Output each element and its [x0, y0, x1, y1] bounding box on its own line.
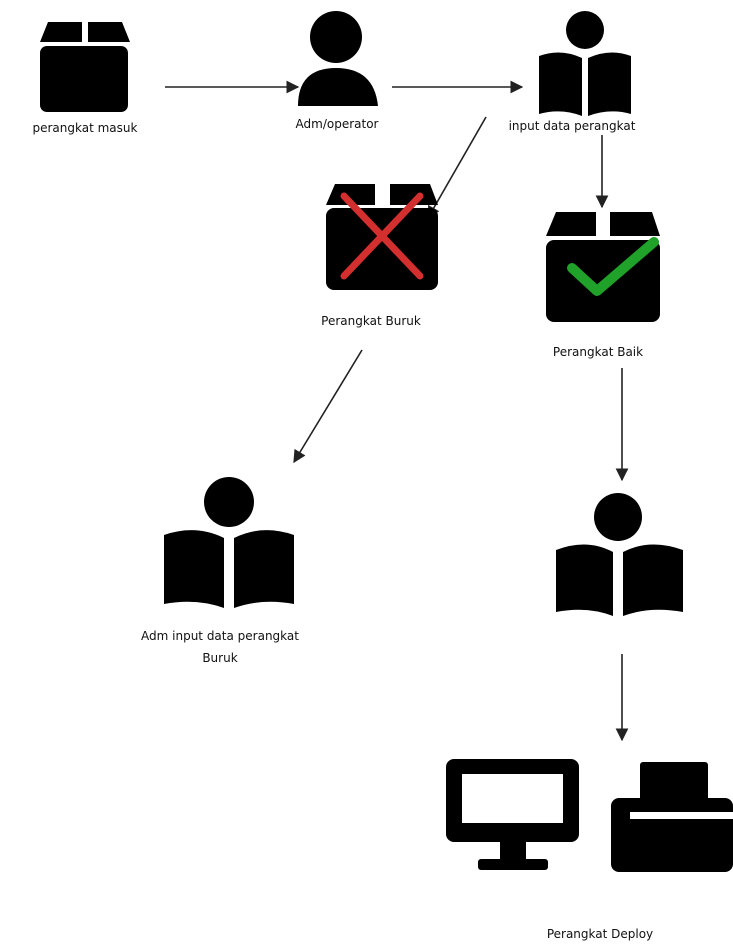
edges	[165, 80, 629, 742]
box-x-icon	[326, 184, 438, 290]
node-operator-label: Adm/operator	[296, 117, 379, 131]
node-operator: Adm/operator	[296, 11, 379, 131]
edge-input-to-bad	[427, 116, 487, 220]
node-bad-label: Perangkat Buruk	[321, 314, 421, 328]
printer-icon	[611, 762, 733, 872]
node-bad-input-label-2: Buruk	[202, 651, 237, 665]
node-incoming: perangkat masuk	[33, 22, 138, 135]
node-good-label: Perangkat Baik	[553, 345, 643, 359]
node-good-reader	[556, 493, 683, 616]
node-deploy: Perangkat Deploy	[446, 759, 733, 941]
node-good: Perangkat Baik	[546, 212, 660, 359]
node-deploy-label: Perangkat Deploy	[547, 927, 653, 941]
node-incoming-label: perangkat masuk	[33, 121, 138, 135]
monitor-icon	[446, 759, 579, 870]
node-bad: Perangkat Buruk	[321, 184, 438, 328]
node-bad-input-label-1: Adm input data perangkat	[141, 629, 299, 643]
approve-mark	[567, 237, 659, 296]
person-icon	[298, 11, 378, 106]
reader-icon	[539, 11, 631, 116]
edge-bad-to-badinput	[293, 349, 363, 464]
node-input-label: input data perangkat	[509, 119, 636, 133]
box-icon	[40, 22, 130, 112]
reader-icon	[556, 493, 683, 616]
node-input: input data perangkat	[509, 11, 636, 133]
reader-icon	[164, 477, 294, 608]
reject-mark	[340, 192, 424, 280]
node-bad-input: Adm input data perangkat Buruk	[141, 477, 299, 665]
box-check-icon	[546, 212, 660, 322]
